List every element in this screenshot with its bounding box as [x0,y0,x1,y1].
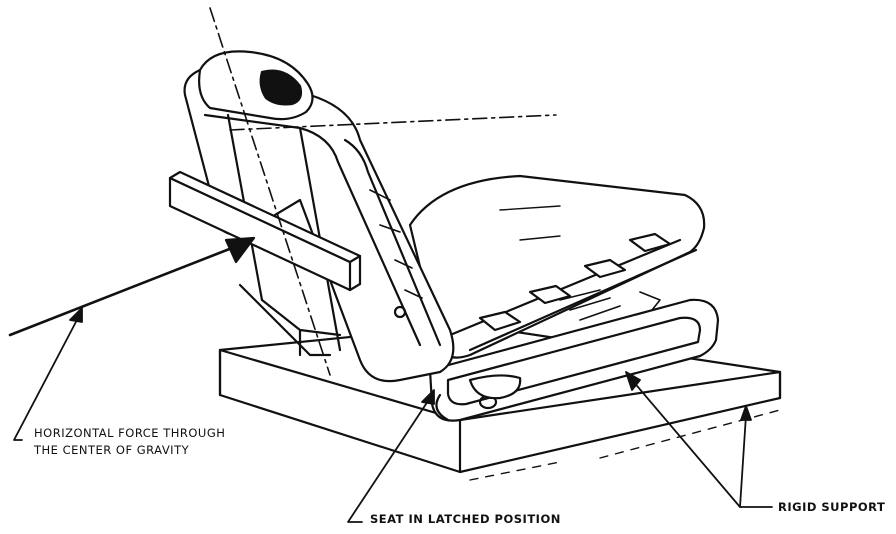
reference-lines [209,7,557,376]
seat-base-frame [428,298,720,422]
horizontal-force-arrow [8,236,256,337]
loading-beam [168,170,362,292]
horizontal-force-label-line1: HORIZONTAL FORCE THROUGH [34,426,226,440]
headrest [198,50,314,121]
seat-back [183,68,455,383]
horizontal-force-label: HORIZONTAL FORCE THROUGH THE CENTER OF G… [34,425,225,459]
rigid-support-leader [625,371,773,508]
horizontal-force-label-line2: THE CENTER OF GRAVITY [34,443,190,457]
horizontal-force-leader [13,307,83,441]
seat-latched-label: SEAT IN LATCHED POSITION [370,512,561,526]
seat-cushion [408,174,706,359]
seat-latched-leader [347,389,435,523]
rigid-support-label: RIGID SUPPORT [778,500,886,514]
